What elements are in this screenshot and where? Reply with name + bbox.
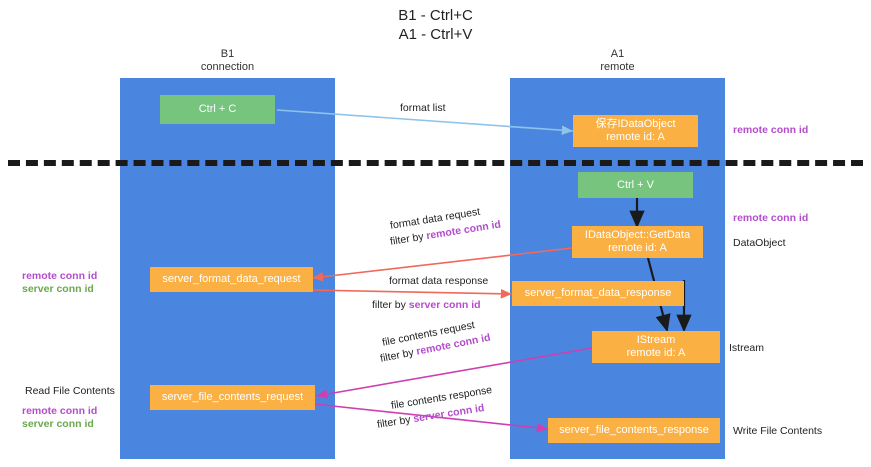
filter-key-server-conn-id: server conn id [408, 299, 481, 311]
annotation-left-remote-conn-id-mid: remote conn id [22, 269, 97, 283]
annotation-right-write-file-contents-text: Write File Contents [733, 425, 823, 437]
node-istream[interactable]: IStream remote id: A [592, 331, 720, 363]
filter-prefix: filter by [376, 413, 415, 431]
title-line-2: A1 - Ctrl+V [398, 26, 473, 43]
lane-b1-name: B1 [220, 48, 235, 60]
node-server-format-data-response-label: server_format_data_response [524, 287, 672, 299]
lane-a1-name: A1 [610, 48, 625, 60]
node-ctrl-c-label: Ctrl + C [198, 103, 237, 115]
annotation-right-remote-conn-id-top-text: remote conn id [733, 124, 809, 136]
page-title: B1 - Ctrl+C A1 - Ctrl+V [0, 6, 871, 44]
phase-divider [8, 160, 863, 166]
edge-label-format-data-response-filter: filter by server conn id [372, 298, 481, 312]
node-ctrl-c[interactable]: Ctrl + C [160, 95, 275, 124]
node-getdata-line2: remote id: A [608, 242, 667, 254]
annotation-right-remote-conn-id-top: remote conn id [733, 123, 808, 137]
annotation-right-dataobject-text: DataObject [733, 237, 786, 249]
filter-prefix: filter by [389, 230, 428, 248]
annotation-right-remote-conn-id-mid: remote conn id [733, 211, 808, 225]
filter-prefix: filter by [372, 299, 409, 311]
annotation-right-dataobject: DataObject [733, 236, 786, 250]
node-getdata-line1: IDataObject::GetData [584, 229, 691, 241]
annotation-left-read-file-contents-text: Read File Contents [25, 385, 115, 397]
node-istream-line2: remote id: A [626, 347, 686, 359]
annotation-left-server-conn-id-mid: server conn id [22, 282, 94, 296]
lane-a1-sub: remote [600, 61, 635, 73]
annotation-right-istream-text: Istream [729, 342, 765, 354]
edge-label-format-data-response-text: format data response [389, 275, 489, 287]
node-save-idataobject-line2: remote id: A [606, 131, 665, 143]
lane-b1-sub: connection [200, 61, 255, 73]
node-server-format-data-request-label: server_format_data_request [162, 273, 301, 285]
node-server-file-contents-request-label: server_file_contents_request [161, 391, 304, 403]
annotation-left-server-conn-id-bottom: server conn id [22, 417, 94, 431]
lane-header-a1: A1 remote [510, 48, 725, 74]
node-server-file-contents-response[interactable]: server_file_contents_response [548, 418, 720, 443]
title-line-1: B1 - Ctrl+C [398, 7, 473, 24]
node-server-format-data-response[interactable]: server_format_data_response [512, 281, 684, 306]
node-server-file-contents-request[interactable]: server_file_contents_request [150, 385, 315, 410]
node-ctrl-v[interactable]: Ctrl + V [578, 172, 693, 198]
node-idataobject-getdata[interactable]: IDataObject::GetData remote id: A [572, 226, 703, 258]
node-server-file-contents-response-label: server_file_contents_response [559, 424, 709, 436]
node-ctrl-v-label: Ctrl + V [617, 178, 654, 191]
node-save-idataobject-line1: 保存IDataObject [595, 118, 676, 130]
edge-label-format-list-text: format list [400, 102, 446, 114]
annotation-right-istream: Istream [729, 341, 764, 355]
annotation-left-server-conn-id-bottom-text: server conn id [22, 418, 94, 430]
annotation-right-remote-conn-id-mid-text: remote conn id [733, 212, 809, 224]
edge-label-format-data-response: format data response [389, 274, 488, 288]
annotation-left-remote-conn-id-bottom: remote conn id [22, 404, 97, 418]
annotation-left-remote-conn-id-mid-text: remote conn id [22, 270, 98, 282]
annotation-left-server-conn-id-mid-text: server conn id [22, 283, 94, 295]
lane-header-b1: B1 connection [120, 48, 335, 74]
edge-label-format-list: format list [400, 101, 446, 115]
node-save-idataobject[interactable]: 保存IDataObject remote id: A [573, 115, 698, 147]
node-server-format-data-request[interactable]: server_format_data_request [150, 267, 313, 292]
annotation-right-write-file-contents: Write File Contents [733, 424, 822, 438]
annotation-left-read-file-contents: Read File Contents [25, 384, 115, 398]
annotation-left-remote-conn-id-bottom-text: remote conn id [22, 405, 98, 417]
node-istream-line1: IStream [636, 334, 676, 346]
